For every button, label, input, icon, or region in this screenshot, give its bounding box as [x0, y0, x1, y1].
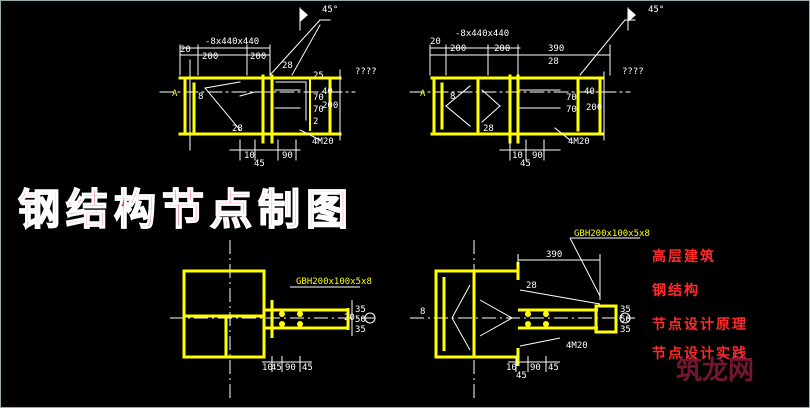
- d4-dim-90: 90: [530, 363, 541, 373]
- d1-bolt: 4M20: [312, 137, 334, 147]
- d2-angle: 45°: [648, 5, 664, 15]
- d1-dim-90: 90: [282, 151, 293, 161]
- d3-spec-label: GBH200x100x5x8: [296, 277, 372, 287]
- d2-bolt: 4M20: [568, 137, 590, 147]
- d4-dim-45: 45: [516, 371, 527, 381]
- d2-dim-390: 390: [548, 44, 564, 54]
- side-label-high-rise: 高层建筑: [652, 249, 716, 265]
- d1-dim-2: 2: [313, 117, 318, 127]
- d2-dim-28: 28: [548, 57, 559, 67]
- d2-dim-20: 20: [430, 37, 441, 47]
- d2-dim-70a: 70: [566, 93, 577, 103]
- d1-dim-200b: 200: [250, 52, 266, 62]
- d2-dim-90: 90: [532, 151, 543, 161]
- d1-dim-200: 200: [202, 52, 218, 62]
- detail-1: -8x440x440 20 200 200 8 28 28 25 70 70 2…: [159, 5, 377, 169]
- d1-dim-70b: 70: [313, 105, 324, 115]
- d1-dim-45: 45: [254, 159, 265, 169]
- detail-2: -8x440x440 20 200 200 390 28 8 28 70 70 …: [409, 5, 664, 169]
- d4-dim-390: 390: [546, 250, 562, 260]
- d3-dim-45: 45: [271, 363, 282, 373]
- d4-dim-28: 28: [526, 281, 537, 291]
- d4-dim-50: 50: [620, 315, 631, 325]
- d2-dim-45: 45: [520, 159, 531, 169]
- page-title: 钢结构节点制图: [17, 184, 355, 235]
- d3-dim-50: 50: [355, 315, 366, 325]
- side-label-design-practice: 节点设计实践: [652, 346, 748, 362]
- d3-dim-45b: 45: [302, 363, 313, 373]
- d1-section-label: -8x440x440: [205, 37, 259, 47]
- d2-dim-40: 40: [584, 87, 595, 97]
- d4-dim-35b: 35: [620, 325, 631, 335]
- d1-dim-70a: 70: [313, 93, 324, 103]
- d2-dim-28b: 28: [483, 124, 494, 134]
- d1-dim-20: 20: [180, 45, 191, 55]
- d2-dim-200v: 200: [586, 103, 602, 113]
- d1-qmark: ????: [355, 67, 377, 77]
- d3-dim-35a: 35: [355, 305, 366, 315]
- d2-dim-8: 8: [450, 92, 455, 102]
- d2-dim-200b: 200: [494, 44, 510, 54]
- side-label-design-principle: 节点设计原理: [652, 317, 748, 333]
- d4-dim-10: 10: [506, 363, 517, 373]
- d3-dim-35b: 35: [355, 325, 366, 335]
- d1-dim-200v: 200: [322, 101, 338, 111]
- d3-dim-90: 90: [285, 363, 296, 373]
- d4-dim-45b: 45: [548, 363, 559, 373]
- d1-dim-10: 10: [244, 151, 255, 161]
- d4-dim-35a: 35: [620, 305, 631, 315]
- d1-dim-40: 40: [322, 87, 333, 97]
- d2-dim-200: 200: [450, 44, 466, 54]
- d2-section-label: -8x440x440: [455, 29, 509, 39]
- d4-dim-8: 8: [420, 307, 425, 317]
- d1-dim-28: 28: [232, 124, 243, 134]
- d3-dim-10: 10: [262, 363, 273, 373]
- d1-dim-8: 8: [198, 92, 203, 102]
- side-label-steel-structure: 钢结构: [652, 283, 700, 299]
- d4-spec-label: GBH200x100x5x8: [574, 229, 650, 239]
- d1-dim-28b: 28: [282, 61, 293, 71]
- detail-4: GBH200x100x5x8 390 28 8 4M20 35 50 35 10…: [410, 229, 650, 400]
- d1-angle: 45°: [322, 5, 338, 15]
- d4-bolt: 4M20: [566, 341, 588, 351]
- watermark-logo: 筑龙网: [676, 356, 755, 386]
- d1-dim-25: 25: [313, 71, 324, 81]
- d2-qmark: ????: [622, 67, 644, 77]
- d2-section-mark: A: [420, 89, 426, 99]
- d1-section-mark: A: [172, 89, 178, 99]
- d2-dim-70b: 70: [566, 105, 577, 115]
- d3-dim-20: 20: [344, 313, 355, 323]
- d2-dim-10: 10: [512, 151, 523, 161]
- detail-3: GBH200x100x5x8 35 50 35 20 10 45 90 45: [170, 240, 376, 400]
